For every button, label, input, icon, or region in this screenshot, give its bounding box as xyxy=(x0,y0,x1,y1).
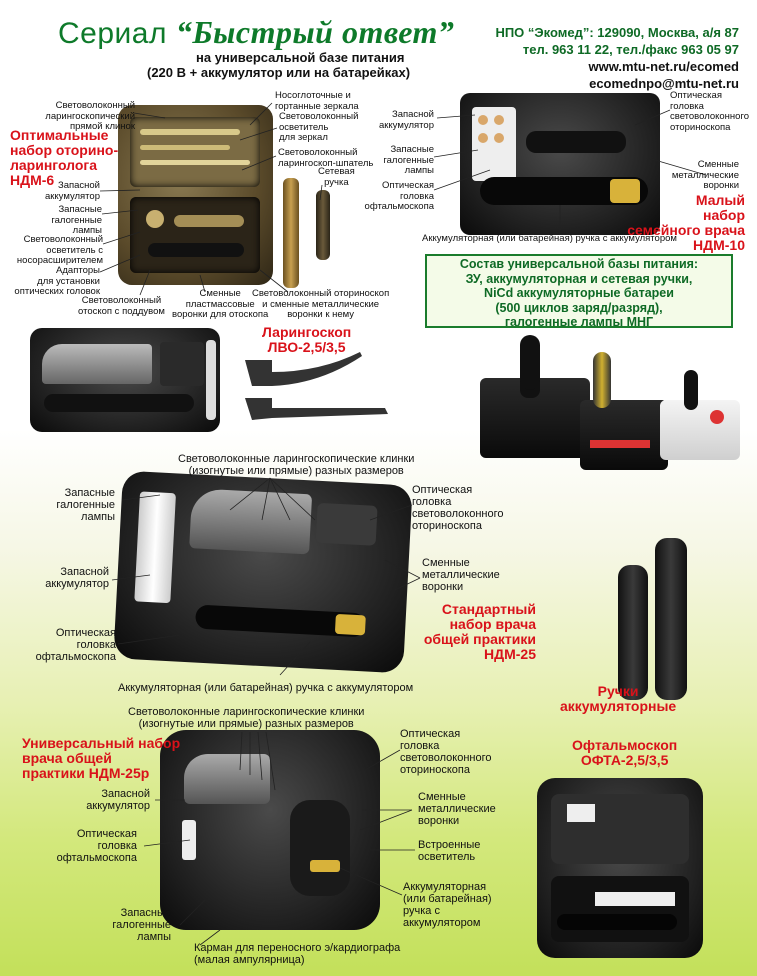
charger-handle-1 xyxy=(520,335,540,390)
subtitle-line-2: (220 В + аккумулятор или на батарейках) xyxy=(147,65,411,80)
charger-photo-1 xyxy=(480,378,590,458)
power-box-line-4: (500 циклов заряд/разряд), xyxy=(495,300,663,315)
battery-handle-long xyxy=(655,538,687,700)
ndm25p-label-pocket: Карман для переносного э/кардиографа(мал… xyxy=(194,942,401,966)
laryngoscope-case-photo xyxy=(30,328,220,432)
contact-email[interactable]: ecomednpo@mtu-net.ru xyxy=(589,76,739,91)
power-box-line-3: NiCd аккумуляторные батареи xyxy=(484,286,674,300)
ndm25-label-handle: Аккумуляторная (или батарейная) ручка с … xyxy=(118,682,414,694)
power-box-line-1: Состав универсальной базы питания: xyxy=(459,257,699,271)
ndm25p-bag-photo xyxy=(160,730,380,930)
charger-handle-3 xyxy=(684,370,698,410)
charger-photo-2 xyxy=(580,400,668,470)
power-box-line-5: галогенные лампы МНГ xyxy=(504,315,654,329)
charger-handle-2 xyxy=(593,352,611,408)
page-title: Сериал “Быстрый ответ” xyxy=(58,14,454,51)
contact-address: НПО “Экомед”: 129090, Москва, а/я 87 xyxy=(495,25,739,40)
power-box-line-2: ЗУ, аккумуляторная и сетевая ручки, xyxy=(465,271,693,286)
contact-phone: тел. 963 11 22, тел./факс 963 05 97 xyxy=(522,42,739,57)
ndm6-case-photo xyxy=(118,105,273,285)
ndm25-label-blades: Световолоконные ларингоскопические клинк… xyxy=(178,453,415,477)
ofta-case-photo xyxy=(537,778,703,958)
charger-photo-3 xyxy=(660,400,740,460)
ndm25p-label-blades: Световолоконные ларингоскопические клинк… xyxy=(128,706,365,730)
ndm10-label-handle: Аккумуляторная (или батарейная) ручка с … xyxy=(422,233,677,244)
subtitle-line-1: на универсальной базе питания xyxy=(196,50,405,65)
title-prefix: Сериал xyxy=(58,17,167,50)
ndm6-handle-photo xyxy=(283,178,299,288)
ndm6-mains-handle-photo xyxy=(316,190,330,260)
battery-handle-short xyxy=(618,565,648,700)
ndm10-case-photo xyxy=(460,93,660,235)
contact-website[interactable]: www.mtu-net.ru/ecomed xyxy=(588,59,739,74)
title-series-name: “Быстрый ответ” xyxy=(175,14,455,50)
power-base-composition-box: Состав универсальной базы питания: ЗУ, а… xyxy=(425,254,733,329)
